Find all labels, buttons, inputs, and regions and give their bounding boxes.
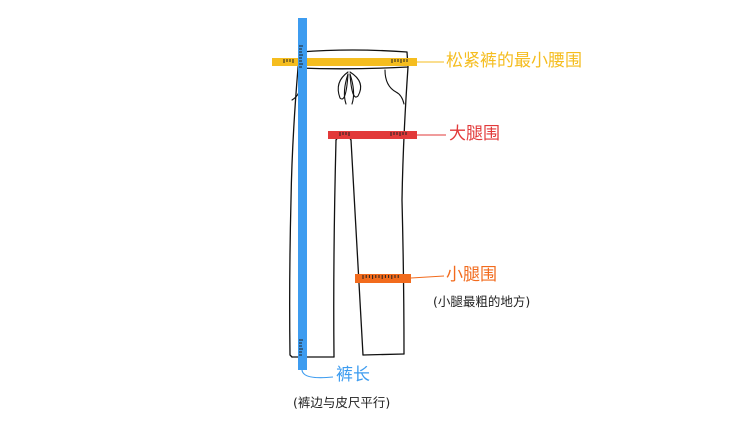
right-leg-outer-seam: [401, 66, 409, 355]
drawstring-left-loop: [337, 71, 349, 100]
length-leader-line: [301, 369, 334, 379]
thigh-tape: [328, 131, 417, 139]
calf-note: (小腿最粗的地方): [433, 294, 531, 309]
waist-tape: [272, 58, 417, 66]
thigh-label: 大腿围: [449, 124, 500, 144]
left-leg-outer-seam: [289, 67, 299, 358]
calf-label: 小腿围: [446, 265, 497, 285]
tape-tick-marks: [283, 45, 408, 356]
leader-lines: [301, 61, 446, 379]
drawstring-left-tail: [343, 73, 349, 105]
calf-tape: [355, 274, 411, 283]
right-hem: [362, 353, 405, 356]
drawstring-right-loop: [349, 71, 362, 98]
length-label: 裤长: [336, 365, 370, 385]
pants-outline: [289, 49, 409, 358]
right-leg-inner-seam: [350, 139, 364, 356]
waist-label: 松紧裤的最小腰围: [446, 51, 582, 71]
right-pocket: [384, 69, 405, 105]
drawstring-right-tail: [349, 73, 355, 105]
length-note: (裤边与皮尺平行): [293, 395, 391, 410]
calf-leader-line: [410, 275, 445, 279]
length-tape: [298, 18, 307, 370]
measuring-tapes: [272, 18, 417, 370]
left-leg-inner-seam: [333, 139, 337, 358]
